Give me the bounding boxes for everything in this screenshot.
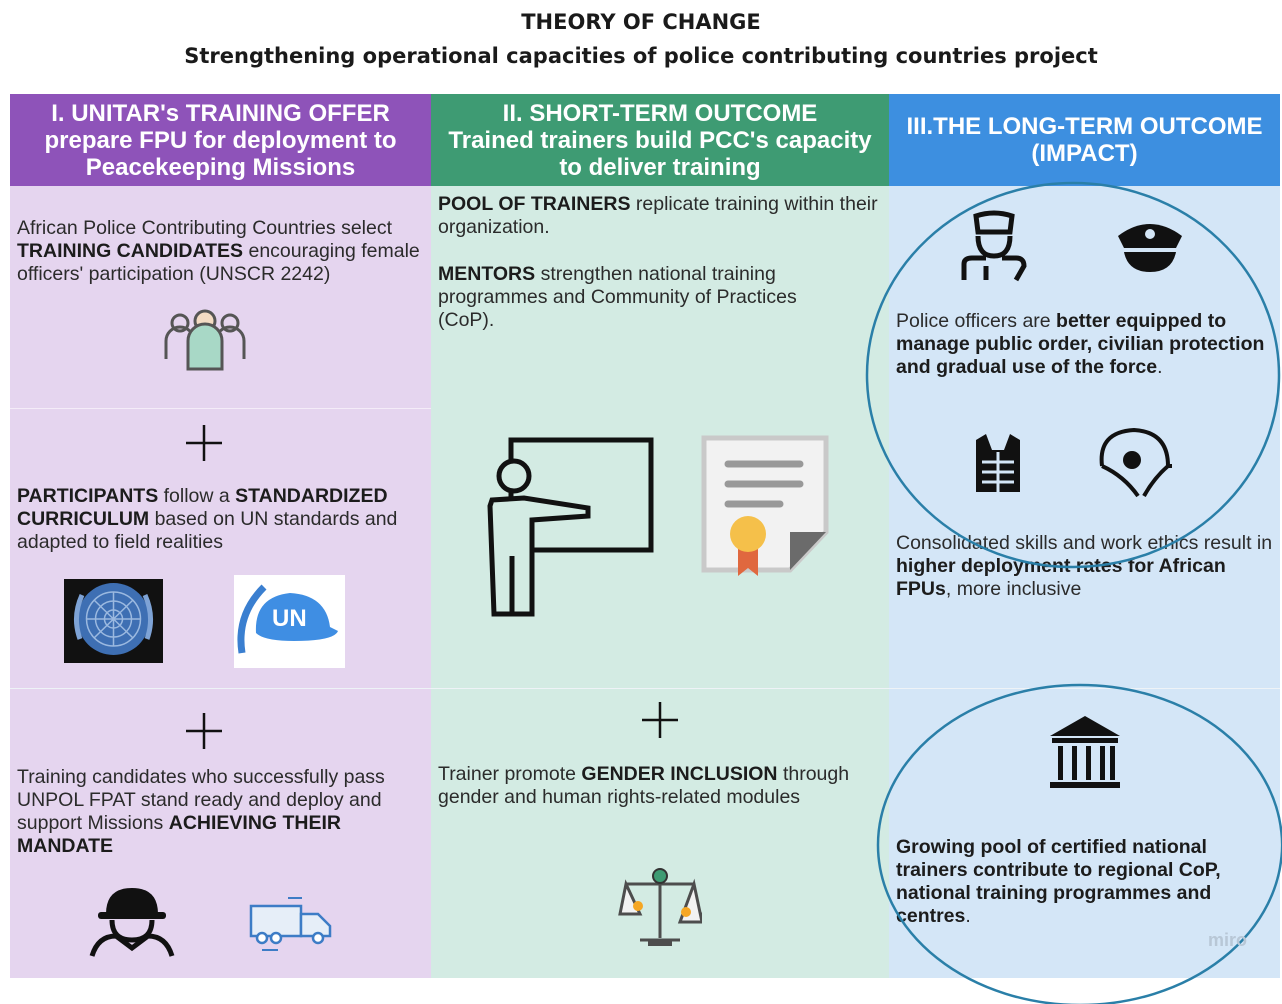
plus-icon	[186, 713, 222, 749]
vest-icon	[976, 434, 1020, 492]
impact-highlight-ellipse	[865, 181, 1281, 569]
header-line: Peacekeeping Missions	[85, 153, 356, 181]
header-line: III.THE LONG-TERM OUTCOME	[906, 113, 1263, 140]
police-officer-icon	[961, 210, 1027, 282]
pool-trainers-text: POOL OF TRAINERS replicate training with…	[438, 193, 878, 238]
police-cap-icon	[1118, 224, 1182, 272]
row-divider	[10, 688, 1280, 689]
header-line: II. SHORT-TERM OUTCOME	[502, 99, 818, 127]
candidates-text: African Police Contributing Countries se…	[17, 217, 420, 285]
header-line: prepare FPU for deployment to	[44, 126, 397, 154]
header-line: I. UNITAR's TRAINING OFFER	[51, 99, 390, 127]
trainer-board-icon	[487, 437, 654, 617]
truck-icon	[249, 897, 332, 951]
un-emblem-icon	[64, 579, 163, 663]
column-header-unitar-offer: I. UNITAR's TRAINING OFFER prepare FPU f…	[10, 94, 431, 186]
mandate-text: Training candidates who successfully pas…	[17, 766, 385, 857]
certificate-icon	[701, 435, 829, 576]
header-line: Trained trainers build PCC's capacity	[448, 126, 872, 154]
column-header-short-term: II. SHORT-TERM OUTCOME Trained trainers …	[431, 94, 889, 186]
header-line: (IMPACT)	[1031, 140, 1138, 167]
scales-of-justice-icon	[618, 868, 702, 946]
plus-icon	[642, 702, 678, 738]
miro-watermark: miro	[1208, 930, 1248, 950]
diagram-subtitle: Strengthening operational capacities of …	[184, 44, 1098, 68]
institution-building-icon	[1050, 716, 1120, 788]
column-3-background	[889, 186, 1280, 978]
trainers-highlight-ellipse	[876, 683, 1282, 1004]
row-divider	[10, 408, 431, 409]
soldier-icon	[89, 888, 175, 957]
people-group-icon	[164, 309, 246, 371]
mentors-text: MENTORS strengthen national training pro…	[438, 263, 797, 331]
header-line: to deliver training	[559, 153, 761, 181]
highlight-ellipses	[865, 181, 1282, 1004]
diagram-title: THEORY OF CHANGE	[521, 10, 761, 34]
un-helmet-icon: UN	[234, 575, 345, 668]
column-header-long-term: III.THE LONG-TERM OUTCOME (IMPACT)	[889, 94, 1280, 186]
plus-icon	[186, 425, 222, 461]
better-equipped-text: Police officers are better equipped to m…	[896, 310, 1265, 378]
riot-helmet-icon	[1099, 427, 1172, 498]
un-helmet-label: UN	[272, 605, 307, 632]
curriculum-text: PARTICIPANTS follow a STANDARDIZED CURRI…	[17, 485, 398, 553]
certified-trainers-text: Growing pool of certified national train…	[896, 836, 1221, 927]
gender-inclusion-text: Trainer promote GENDER INCLUSION through…	[438, 763, 850, 808]
